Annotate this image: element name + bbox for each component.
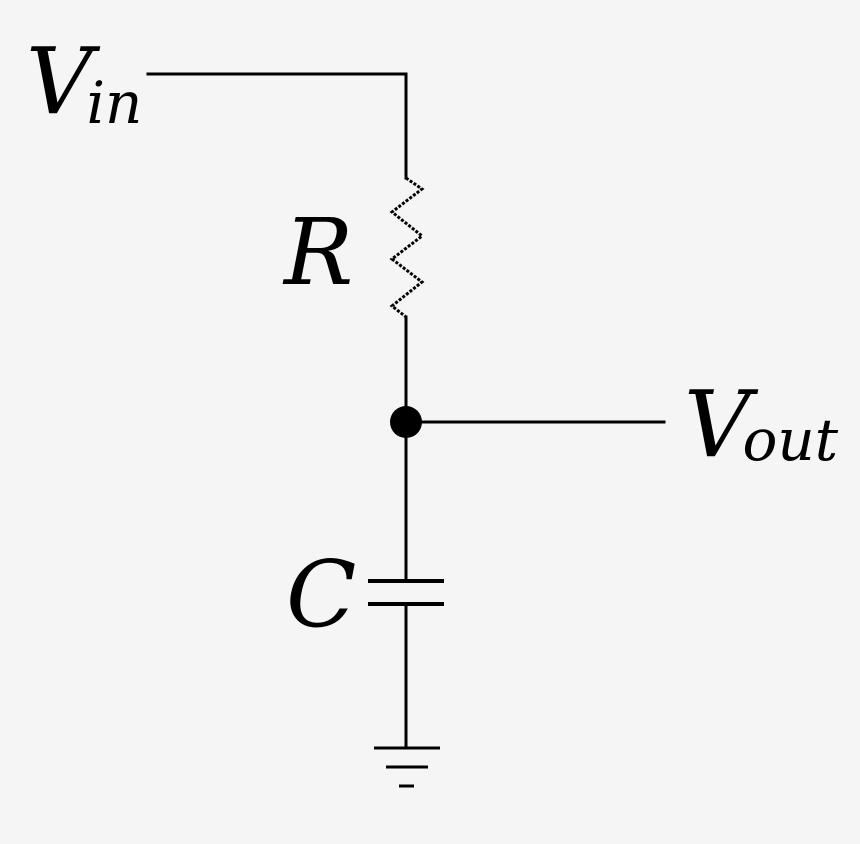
vout-label-sub: out bbox=[742, 406, 838, 474]
vout-label-main: V bbox=[684, 371, 759, 478]
capacitor-label: C bbox=[286, 541, 356, 648]
vout-label: Vout bbox=[684, 371, 839, 478]
resistor-label: R bbox=[282, 199, 353, 306]
input-wire bbox=[146, 72, 408, 180]
vin-label-main: V bbox=[26, 28, 101, 135]
ground-icon bbox=[374, 746, 440, 788]
vin-label: Vin bbox=[26, 28, 142, 137]
resistor-symbol bbox=[389, 176, 425, 319]
vin-label-sub: in bbox=[86, 69, 142, 137]
